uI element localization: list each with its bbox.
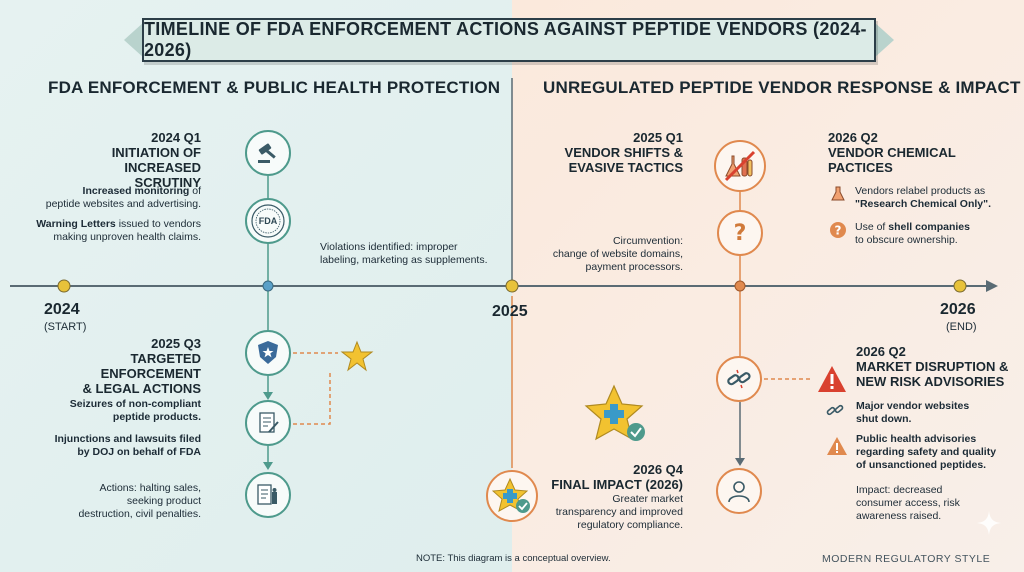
sparkle-icon xyxy=(977,511,1001,535)
event-2024q1-violations: Violations identified: improper labeling… xyxy=(320,241,488,266)
warning-icon-large xyxy=(818,366,846,392)
event-2026q2a-desc2: Use of shell companies to obscure owners… xyxy=(855,221,970,246)
document-statue-icon-circle xyxy=(245,472,291,518)
event-2025q1-circumvention: Circumvention: change of website domains… xyxy=(552,235,683,273)
event-2024q1-desc2: Warning Letters issued to vendors making… xyxy=(36,218,201,243)
svg-text:?: ? xyxy=(835,224,842,238)
event-2025q3-desc2: Injunctions and lawsuits filed by DOJ on… xyxy=(54,433,201,458)
left-section-title: FDA ENFORCEMENT & PUBLIC HEALTH PROTECTI… xyxy=(48,78,501,97)
link-small-icon xyxy=(826,404,844,416)
event-2025q1-title: 2025 Q1 VENDOR SHIFTS & EVASIVE TACTICS xyxy=(564,130,683,175)
year-2026-sub: (END) xyxy=(946,321,977,333)
broken-link-icon xyxy=(727,369,751,389)
document-pen-icon xyxy=(259,412,279,433)
right-section-title: UNREGULATED PEPTIDE VENDOR RESPONSE & IM… xyxy=(543,78,1021,97)
warning-small-icon xyxy=(827,437,847,455)
document-pen-icon-circle xyxy=(245,400,291,446)
axis-dot-right xyxy=(734,280,746,292)
year-2026: 2026 xyxy=(940,301,976,318)
star-icon-left xyxy=(340,340,374,372)
star-check-icon xyxy=(492,477,530,513)
event-2026q2a-desc1: Vendors relabel products as "Research Ch… xyxy=(855,185,992,210)
question-small-icon: ? xyxy=(830,222,846,238)
event-2026q2b-desc2: Public health advisories regarding safet… xyxy=(856,433,997,471)
person-icon-circle xyxy=(716,468,762,514)
broken-link-icon-circle xyxy=(716,356,762,402)
star-check-icon-circle xyxy=(486,470,538,522)
event-2026q2b-title: 2026 Q2 MARKET DISRUPTION & NEW RISK ADV… xyxy=(856,344,1009,389)
star-cross-icon xyxy=(584,384,645,441)
question-icon-circle: ? xyxy=(717,210,763,256)
police-badge-icon xyxy=(258,341,278,364)
axis-dot-2025 xyxy=(505,279,519,293)
footnote: NOTE: This diagram is a conceptual overv… xyxy=(416,553,611,564)
title-banner: TIMELINE OF FDA ENFORCEMENT ACTIONS AGAI… xyxy=(142,18,876,62)
event-2026q2b-impact: Impact: decreased consumer access, risk … xyxy=(856,484,960,522)
person-icon xyxy=(728,481,750,503)
event-2024q1-title: 2024 Q1 INITIATION OF INCREASED SCRUTINY xyxy=(111,130,201,190)
question-mark-icon: ? xyxy=(734,221,747,246)
banned-chemicals-icon xyxy=(724,150,756,182)
event-2025q3-desc1: Seizures of non-compliant peptide produc… xyxy=(69,398,201,423)
axis-dot-left xyxy=(262,280,274,292)
event-2026q4-title: 2026 Q4 FINAL IMPACT (2026) xyxy=(551,462,683,492)
flask-icon xyxy=(831,186,845,201)
style-tag: MODERN REGULATORY STYLE xyxy=(822,553,991,565)
event-2024q1-desc1: Increased monitoring of peptide websites… xyxy=(45,185,201,210)
svg-text:?: ? xyxy=(734,221,747,246)
year-2025: 2025 xyxy=(492,303,528,320)
gavel-icon xyxy=(258,143,276,163)
axis-arrowhead xyxy=(986,280,998,292)
banner-tail-right xyxy=(874,22,894,58)
axis-dot-2026 xyxy=(953,279,967,293)
event-2026q2b-desc1: Major vendor websites shut down. xyxy=(856,400,970,425)
event-2026q4-desc: Greater market transparency and improved… xyxy=(555,493,683,531)
no-chemicals-icon-circle xyxy=(714,140,766,192)
page-title: TIMELINE OF FDA ENFORCEMENT ACTIONS AGAI… xyxy=(144,19,867,60)
event-2025q3-title: 2025 Q3 TARGETED ENFORCEMENT & LEGAL ACT… xyxy=(82,336,201,396)
fda-seal-icon-circle: FDA xyxy=(245,198,291,244)
fda-seal-text: FDA xyxy=(258,216,278,226)
axis-dot-2024 xyxy=(57,279,71,293)
event-2025q3-actions: Actions: halting sales, seeking product … xyxy=(78,482,201,520)
badge-icon-circle xyxy=(245,330,291,376)
fda-seal-icon xyxy=(251,204,285,238)
document-statue-icon xyxy=(257,484,277,505)
event-2026q2a-title: 2026 Q2 VENDOR CHEMICAL PACTICES xyxy=(828,130,956,175)
gavel-icon-circle xyxy=(245,130,291,176)
banner-tail-left xyxy=(124,22,144,58)
year-2024-sub: (START) xyxy=(44,321,87,333)
year-2024: 2024 xyxy=(44,301,80,318)
